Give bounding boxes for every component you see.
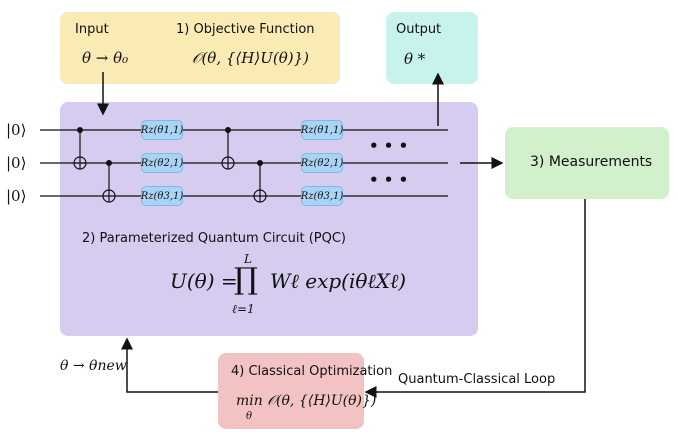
- input-objective-box: [60, 12, 340, 84]
- pqc-equation-rhs: Wℓ exp(iθℓXℓ): [270, 269, 407, 293]
- ellipsis-1: • • •: [369, 137, 409, 155]
- output-title: Output: [396, 22, 442, 37]
- ellipsis-2: • • •: [369, 171, 409, 189]
- qubit-input-3: |0⟩: [6, 187, 27, 205]
- optimization-title: 4) Classical Optimization: [231, 364, 393, 379]
- update-arrow: [121, 337, 218, 393]
- input-title: Input: [75, 22, 109, 37]
- control-dot: [77, 127, 83, 133]
- update-label: θ → θnew: [60, 358, 127, 374]
- rz-gate: Rz(θ1,1): [301, 120, 343, 140]
- output-box: [386, 12, 478, 84]
- loop-arrow: [364, 199, 586, 398]
- product-upper: L: [244, 252, 252, 266]
- rz-gate: Rz(θ3,1): [301, 186, 343, 206]
- output-formula: θ *: [404, 50, 426, 68]
- product-symbol: ∏: [234, 262, 258, 297]
- rz-gate: Rz(θ2,1): [301, 153, 343, 173]
- control-dot: [106, 160, 112, 166]
- rz-gate: Rz(θ3,1): [141, 186, 183, 206]
- pqc-box: [60, 102, 478, 336]
- cnot-target: [102, 189, 116, 203]
- optimization-box: [218, 353, 364, 429]
- cnot-target: [253, 189, 267, 203]
- measurements-title: 3) Measurements: [530, 154, 653, 170]
- pqc-title: 2) Parameterized Quantum Circuit (PQC): [82, 231, 347, 246]
- product-lower: ℓ=1: [232, 302, 255, 316]
- cnot-target: [221, 156, 235, 170]
- rz-gate: Rz(θ1,1): [141, 120, 183, 140]
- loop-label: Quantum-Classical Loop: [398, 372, 556, 387]
- min-subscript: θ: [246, 411, 253, 422]
- pqc-equation-lhs: U(θ) =: [170, 269, 238, 293]
- objective-title: 1) Objective Function: [176, 22, 315, 37]
- measurements-box: [505, 127, 669, 199]
- input-formula: θ → θ₀: [82, 49, 129, 67]
- qubit-input-2: |0⟩: [6, 154, 27, 172]
- optimization-formula: min 𝒪(θ, {⟨H⟩U(θ)}): [236, 393, 377, 409]
- control-dot: [225, 127, 231, 133]
- qubit-input-1: |0⟩: [6, 121, 27, 139]
- rz-gate: Rz(θ2,1): [141, 153, 183, 173]
- control-dot: [257, 160, 263, 166]
- objective-formula: 𝒪(θ, {⟨H⟩U(θ)}): [192, 49, 309, 67]
